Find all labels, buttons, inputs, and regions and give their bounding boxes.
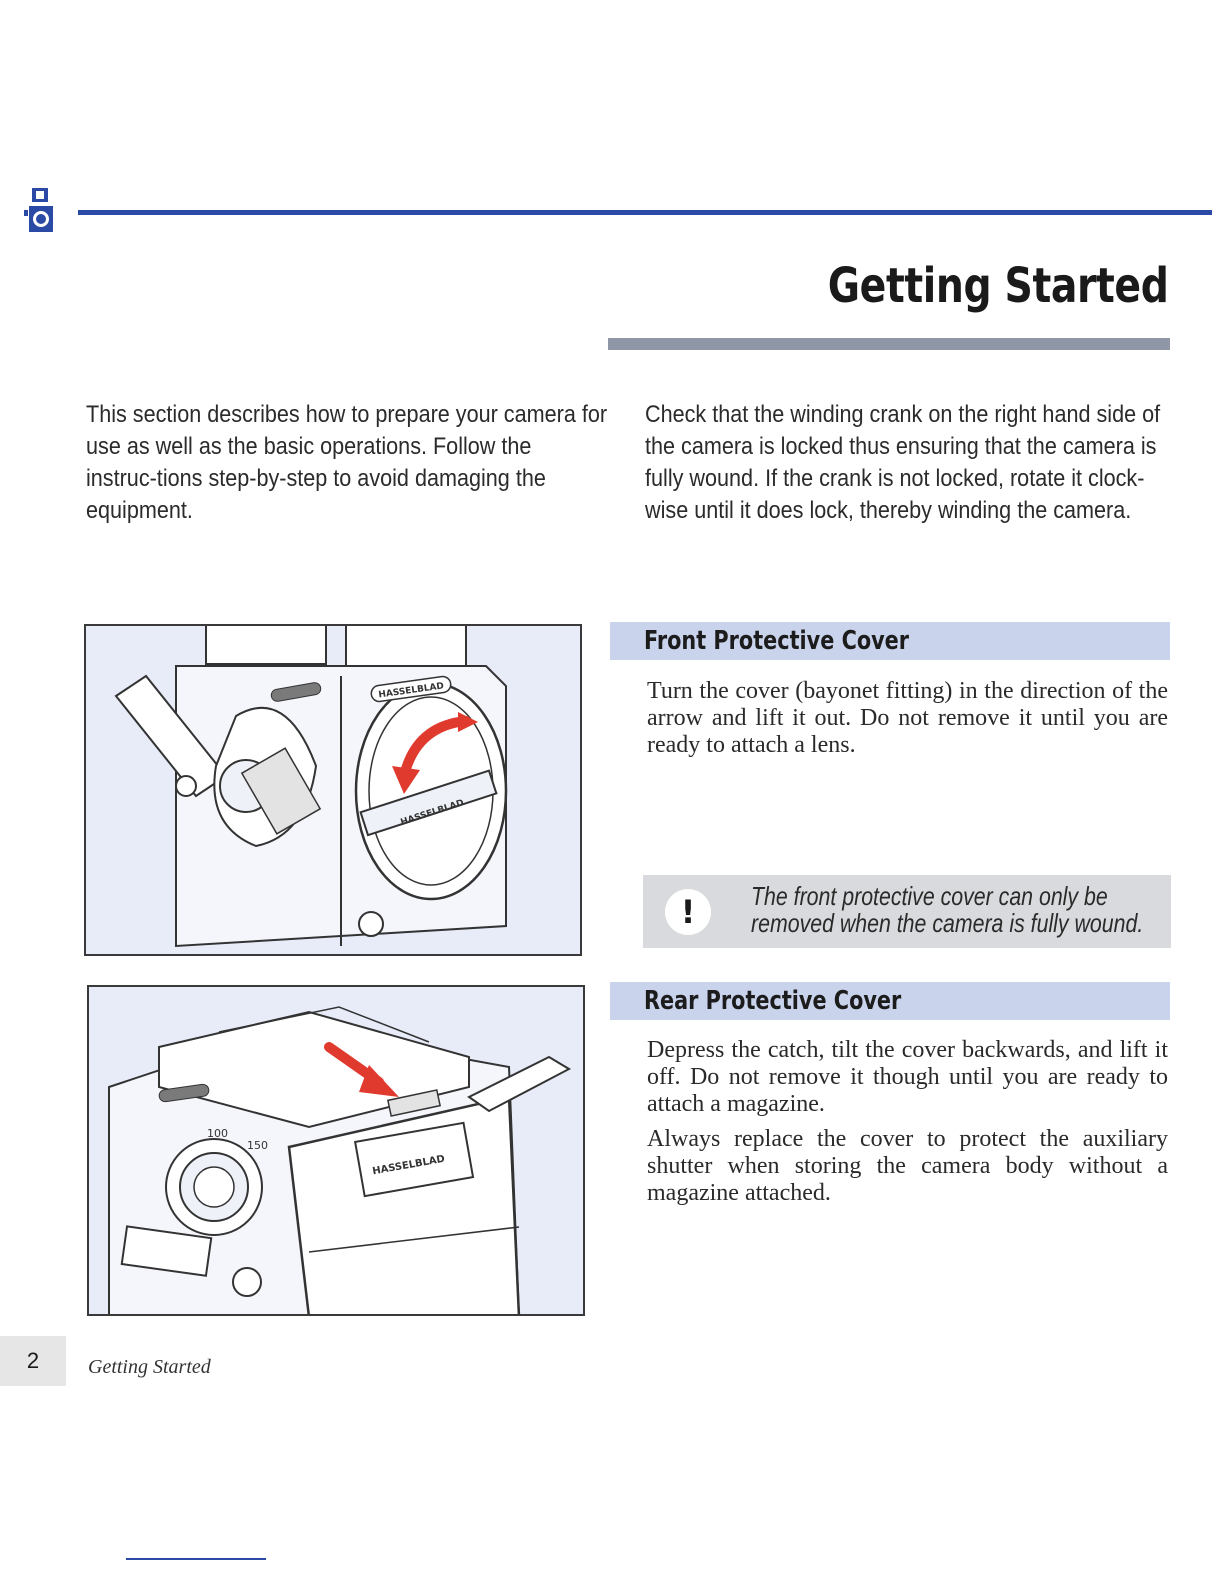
rear-cover-illustration: HASSELBLAD 100 150 [87, 985, 585, 1316]
dial-label-right: 150 [247, 1139, 268, 1152]
page-number: 2 [26, 1348, 40, 1373]
intro-paragraph-right: Check that the winding crank on the righ… [645, 401, 1161, 524]
title-underbar [608, 338, 1170, 350]
exclamation-icon: ! [665, 889, 711, 935]
front-cover-illustration: HASSELBLAD HASSELBLAD [84, 624, 582, 956]
page-title: Getting Started [827, 258, 1168, 314]
front-cover-heading: Front Protective Cover [644, 626, 910, 656]
rear-cover-text-1: Depress the catch, tilt the cover backwa… [647, 1037, 1168, 1117]
note-text: The front protective cover can only be r… [751, 881, 1144, 938]
intro-paragraph-left: This section describes how to prepare yo… [86, 401, 608, 524]
bottom-rule [126, 1558, 266, 1560]
dial-label-left: 100 [207, 1127, 228, 1140]
rear-cover-heading: Rear Protective Cover [644, 986, 902, 1016]
exclamation-symbol: ! [680, 893, 696, 931]
footer-section-label: Getting Started [88, 1356, 211, 1378]
front-cover-text: Turn the cover (bayonet fitting) in the … [647, 678, 1168, 758]
camera-logo-icon [24, 186, 56, 236]
page-number-tab: 2 [0, 1336, 66, 1386]
note-box: ! The front protective cover can only be… [643, 875, 1171, 948]
rear-cover-text-2: Always replace the cover to protect the … [647, 1126, 1168, 1206]
front-cover-heading-band: Front Protective Cover [610, 622, 1170, 660]
rear-cover-heading-band: Rear Protective Cover [610, 982, 1170, 1020]
top-rule [78, 210, 1212, 215]
